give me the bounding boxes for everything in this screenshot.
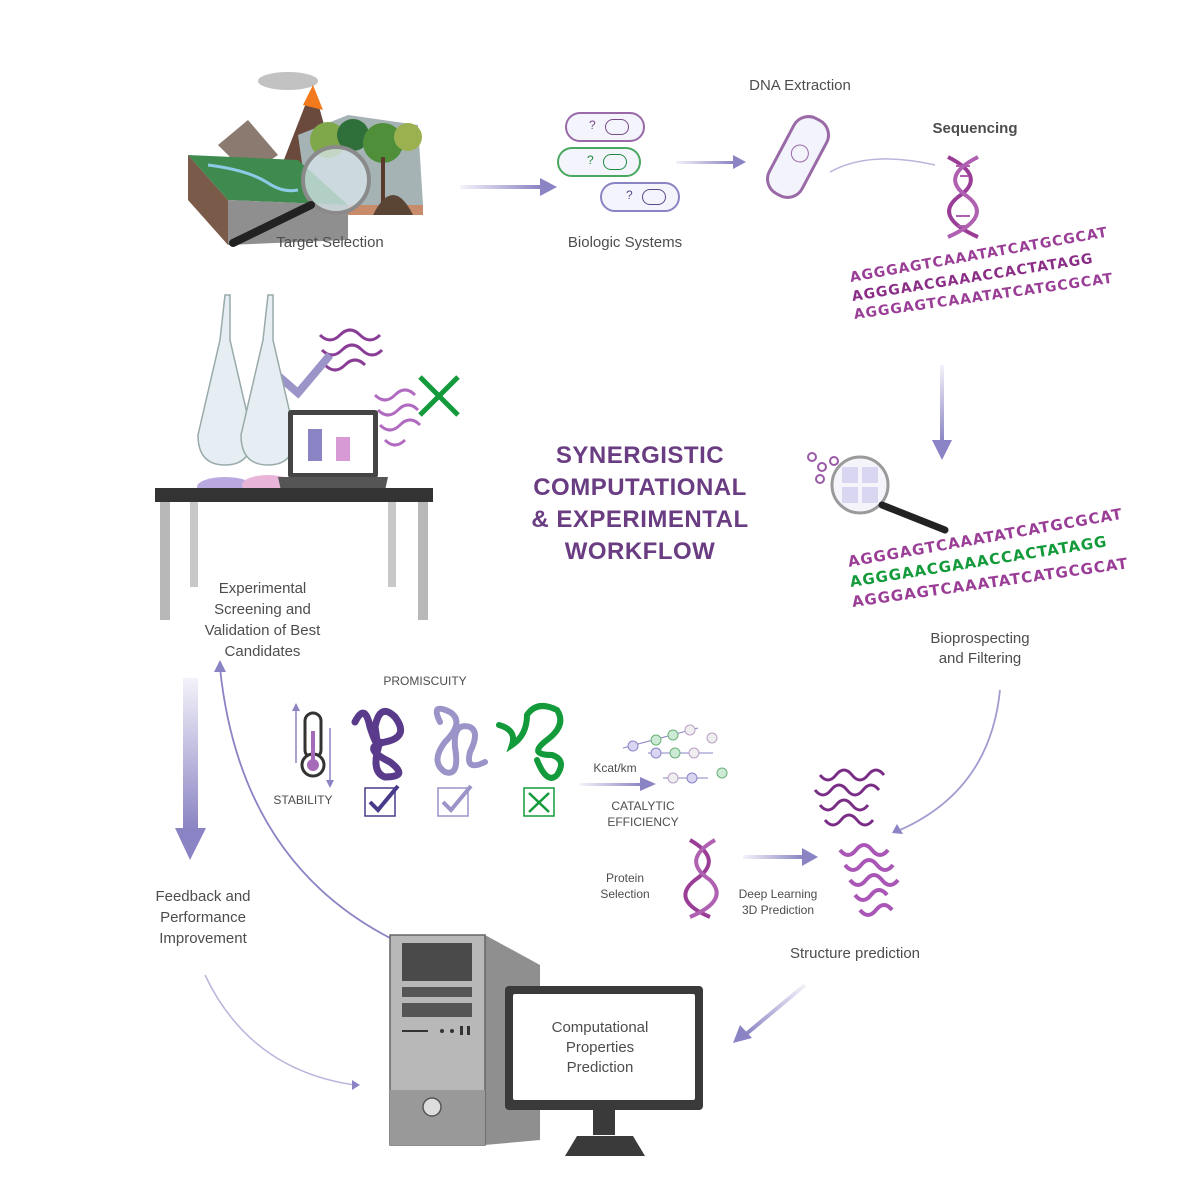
label-protein-selection: Protein Selection xyxy=(600,871,650,901)
bar-chart-bar xyxy=(336,437,350,461)
catalysis-molecules-icon xyxy=(622,724,728,784)
label-stability: STABILITY xyxy=(273,793,333,807)
checkbox-checked-dark[interactable] xyxy=(364,782,404,817)
label-catalytic-efficiency: CATALYTIC EFFICIENCY xyxy=(607,799,679,829)
thermometer-icon xyxy=(292,703,334,788)
protein-coil-dark xyxy=(351,707,405,781)
bioprospecting-magnifier xyxy=(807,452,949,534)
label-dna-extraction: DNA Extraction xyxy=(749,77,851,94)
label-deep-learning: Deep Learning 3D Prediction xyxy=(738,887,818,917)
lab-bench-illustration xyxy=(155,294,460,620)
biologic-cells: ? ? ? xyxy=(557,112,685,212)
checkbox-checked-light[interactable] xyxy=(437,782,477,817)
label-kcat: Kcat/km xyxy=(593,761,637,775)
workflow-title: SYNERGISTIC COMPUTATIONAL & EXPERIMENTAL… xyxy=(531,442,749,565)
arrow-kcat xyxy=(580,777,656,791)
arrow-target-to-biologic xyxy=(460,178,557,196)
arc-dna-to-sequencing xyxy=(829,158,936,173)
dna-helix-icon xyxy=(947,155,979,239)
cell-green: ? xyxy=(557,147,641,177)
arrow-structure-to-computational xyxy=(733,983,807,1043)
arc-bioprospecting-to-structure xyxy=(892,689,1001,834)
x-icon xyxy=(418,375,460,417)
arrow-feedback-down xyxy=(175,678,206,860)
arc-feedback-to-computer xyxy=(204,974,360,1090)
label-biologic-systems: Biologic Systems xyxy=(567,234,683,251)
label-sequencing: Sequencing xyxy=(932,120,1018,137)
monitor-icon xyxy=(505,986,703,1156)
arrow-biologic-to-dna xyxy=(676,155,746,169)
label-experimental-screening: Experimental Screening and Validation of… xyxy=(204,580,321,660)
protein-structure-accepted xyxy=(318,328,384,372)
landscape-illustration xyxy=(188,72,423,247)
protein-structure-rejected xyxy=(373,388,422,447)
cell-lavender: ? xyxy=(600,182,680,212)
label-promiscuity: PROMISCUITY xyxy=(383,674,467,688)
sequence-reads-top: AGGGAGTCAAATATCATGCGCAT AGGGAACGAAACCACT… xyxy=(840,225,1115,335)
checkbox-rejected-green[interactable] xyxy=(523,782,563,817)
protein-coil-green xyxy=(496,703,564,781)
protein-coil-light xyxy=(433,705,488,776)
arrow-protein-to-structure xyxy=(743,848,818,866)
power-button xyxy=(422,1097,442,1117)
dna-coil-icon xyxy=(603,154,627,170)
predicted-protein-structure xyxy=(813,768,900,917)
arc-computational-to-experimental xyxy=(214,660,391,939)
sequence-reads-filtered: AGGGAGTCAAATATCATGCGCAT AGGGAACGAAACCACT… xyxy=(838,505,1129,625)
label-structure-prediction: Structure prediction xyxy=(789,945,921,962)
computer-tower-icon xyxy=(389,934,540,1146)
label-feedback: Feedback and Performance Improvement xyxy=(155,888,251,947)
arrow-sequencing-to-bioprospecting xyxy=(932,365,952,460)
dna-coil-icon xyxy=(642,189,666,205)
label-computational-prediction: Computational Properties Prediction xyxy=(551,1019,649,1076)
dna-coil-icon xyxy=(605,119,629,135)
bar-chart-bar xyxy=(308,429,322,461)
protein-selection-dna-icon xyxy=(683,838,719,919)
label-target-selection: Target Selection xyxy=(276,234,384,251)
label-bioprospecting: Bioprospecting and Filtering xyxy=(930,630,1030,667)
cell-purple: ? xyxy=(565,112,645,142)
